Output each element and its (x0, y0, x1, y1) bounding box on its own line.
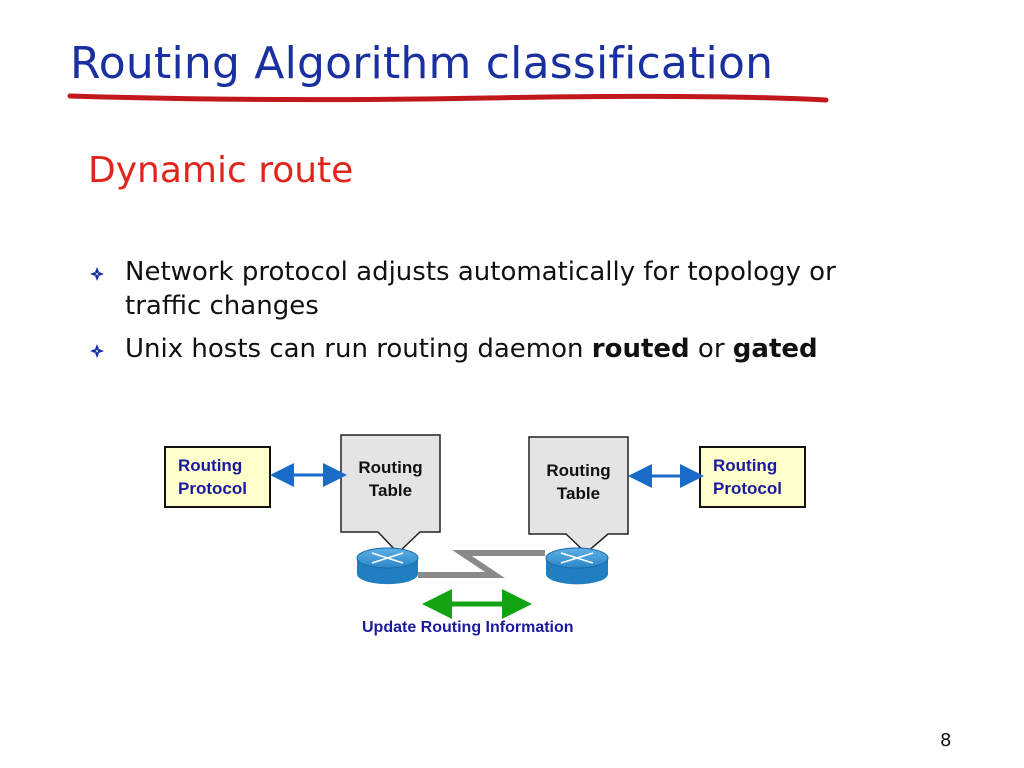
left-protocol-label: Routing Protocol (178, 454, 247, 500)
page-title: Routing Algorithm classification (70, 38, 774, 89)
right-table-box (528, 436, 629, 555)
label-line: Protocol (713, 479, 782, 498)
router-icon (356, 547, 419, 585)
bullet-list: Network protocol adjusts automatically f… (90, 255, 920, 375)
bullet-text: Unix hosts can run routing daemon (125, 334, 592, 364)
bullet-item: Network protocol adjusts automatically f… (90, 255, 920, 323)
label-line: Table (368, 481, 413, 500)
title-underline (67, 93, 829, 103)
label-line: Protocol (178, 479, 247, 498)
bullet-bold-term: gated (732, 334, 818, 364)
bullet-bold-term: routed (591, 334, 690, 364)
right-protocol-box (699, 446, 806, 508)
diamond-bullet-icon (90, 267, 104, 281)
bullet-text: or (689, 334, 733, 364)
label-line: Routing (178, 456, 243, 475)
right-protocol-label: Routing Protocol (713, 454, 782, 500)
label-line: Routing (358, 458, 423, 477)
left-table-box (340, 434, 441, 555)
label-line: Table (556, 484, 601, 503)
serial-link-icon (418, 550, 545, 578)
diamond-bullet-icon (90, 344, 104, 358)
page-number: 8 (940, 730, 952, 751)
bullet-item: Unix hosts can run routing daemon routed… (90, 332, 920, 366)
label-line: Routing (713, 456, 778, 475)
label-line: Routing (546, 461, 611, 480)
bullet-text: Network protocol adjusts automatically f… (125, 257, 836, 321)
right-table-label: Routing Table (529, 459, 628, 505)
left-table-label: Routing Table (341, 456, 440, 502)
router-icon (545, 547, 609, 585)
section-subtitle: Dynamic route (88, 150, 354, 191)
update-routing-label: Update Routing Information (362, 619, 574, 636)
